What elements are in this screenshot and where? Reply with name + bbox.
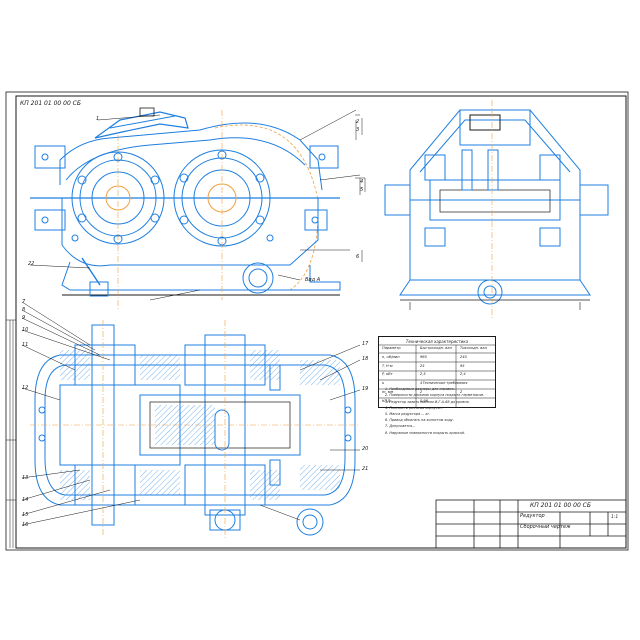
title-block-name-2: Сборочный чертеж — [520, 524, 571, 530]
spec-table-header: Быстроходн. вал — [420, 346, 452, 350]
spec-table-cell: n, об/мин — [382, 354, 400, 359]
callout-19: 19 — [362, 386, 369, 392]
spec-table-grid — [378, 344, 496, 408]
notes-line: 5. Масса редуктора ... кг. — [385, 412, 431, 417]
spec-table-cell: m, мм — [382, 390, 394, 394]
spec-table-cell: P, кВт — [382, 372, 393, 377]
spec-table-cell: T, Н·м — [382, 363, 393, 368]
front-view — [30, 107, 341, 310]
title-block — [435, 499, 627, 549]
callout-6: 6 — [356, 254, 360, 260]
callout-17: 17 — [362, 341, 369, 347]
spec-table-cell: 0,96 — [420, 398, 429, 403]
callout-10: 10 — [22, 327, 29, 333]
spec-table-header: Тихоходн. вал — [460, 346, 487, 350]
notes-line: 8. Наружные поверхности покрыть краской. — [385, 430, 465, 435]
notes-line: 7. Допускается... — [385, 424, 416, 429]
callout-5: 5 — [360, 187, 364, 193]
spec-table-cell: 960 — [420, 354, 427, 359]
spec-table-header: Параметр — [382, 346, 401, 350]
section-hatching — [60, 350, 340, 500]
technical-notes: Технические требования 1. Необходимые раз… — [385, 380, 505, 436]
front-view-leaders — [29, 109, 365, 301]
title-block-code: КП 201 01 00 00 СБ — [530, 502, 591, 509]
spec-table-cell: 240 — [460, 354, 467, 359]
spec-table-cell: 2 — [420, 390, 423, 394]
spec-table-cell: 4 — [420, 381, 423, 386]
section-view-label: Вид А — [305, 277, 321, 283]
side-view — [384, 100, 609, 320]
notes-heading: Технические требования — [422, 381, 468, 385]
callout-8: 8 — [22, 307, 26, 313]
spec-table-cell: КПД — [382, 398, 391, 403]
notes-line: 1. Необходимые размеры для справок. — [385, 387, 455, 392]
notes-line: 6. Привод обкатать на холостом ходу. — [385, 418, 454, 423]
inner-frame — [15, 95, 627, 549]
callout-3: 3 — [356, 127, 360, 133]
spec-table-cell: 95 — [460, 363, 465, 368]
notes-line: 4. Плоскости разъема корпуса... — [385, 405, 444, 410]
callout-22: 22 — [28, 261, 35, 267]
callout-20: 20 — [362, 446, 369, 452]
callout-21: 21 — [362, 466, 369, 472]
dimension-marks — [361, 118, 366, 262]
title-block-scale: 1:1 — [611, 515, 619, 520]
callout-15: 15 — [22, 512, 29, 518]
callout-9: 9 — [22, 315, 26, 321]
callout-11: 11 — [22, 342, 29, 348]
stamp-code: КП 201 01 00 00 СБ — [20, 100, 81, 107]
callout-18: 18 — [362, 356, 369, 362]
callout-14: 14 — [22, 497, 29, 503]
callout-13: 13 — [22, 475, 29, 481]
outer-frame — [5, 91, 629, 551]
spec-table-cell: 2 — [460, 390, 463, 394]
notes-line: 2. Поверхности разъема корпуса покрыть г… — [385, 393, 485, 398]
section-leaders — [21, 301, 361, 526]
callout-2: 2 — [356, 119, 360, 125]
spec-table-cell: 2,4 — [460, 372, 466, 377]
callout-7: 7 — [22, 299, 26, 305]
callout-12: 12 — [22, 385, 29, 391]
title-block-name-1: Редуктор — [520, 513, 545, 519]
notes-line: 3. Редуктор залить маслом И-Г-А-68 до ур… — [385, 399, 470, 404]
spec-table-cell: u — [382, 381, 385, 386]
spec-table-caption: Техническая характеристика — [405, 339, 469, 344]
spec-table: Техническая характеристика — [378, 336, 496, 408]
callout-16: 16 — [22, 522, 29, 528]
spec-table-cell: 2,5 — [420, 372, 426, 377]
spec-table-cell: 25 — [420, 363, 425, 368]
callout-4: 4 — [360, 179, 364, 185]
callout-1: 1 — [96, 116, 100, 122]
